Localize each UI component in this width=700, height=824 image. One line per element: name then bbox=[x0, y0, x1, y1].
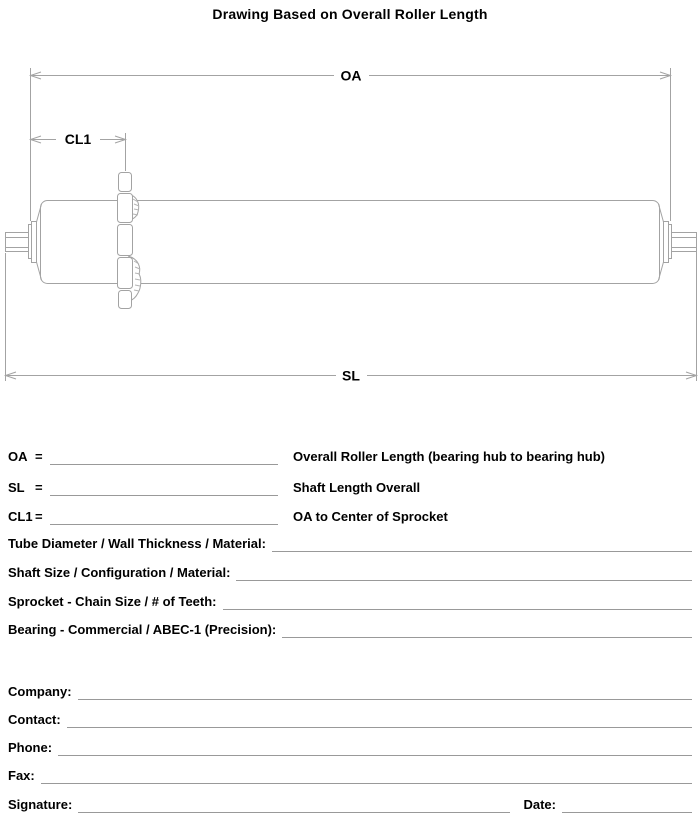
dim-row-oa: OA = Overall Roller Length (bearing hub … bbox=[8, 449, 692, 465]
fax-blank bbox=[40, 768, 692, 784]
dim-row-cl1: CL1 = OA to Center of Sprocket bbox=[8, 509, 692, 525]
sl-value-blank bbox=[50, 480, 278, 496]
page-title: Drawing Based on Overall Roller Length bbox=[212, 6, 488, 22]
signature-blank bbox=[78, 797, 511, 813]
contact-row-label: Company: bbox=[8, 684, 72, 699]
left-hex-shaft bbox=[5, 232, 29, 252]
phone-blank bbox=[58, 740, 692, 756]
dim-row-sl: SL = Shaft Length Overall bbox=[8, 480, 692, 496]
contact-row-label: Phone: bbox=[8, 740, 53, 755]
sl-dim-label: SL bbox=[342, 368, 360, 384]
sprocket-spec-blank bbox=[222, 594, 692, 610]
spec-row-label: Bearing - Commercial / ABEC-1 (Precision… bbox=[8, 622, 277, 637]
cl1-dim-label: CL1 bbox=[65, 131, 92, 147]
arrow-left-icon bbox=[3, 371, 17, 380]
spec-row-label: Tube Diameter / Wall Thickness / Materia… bbox=[8, 536, 266, 551]
oa-value-blank bbox=[50, 449, 278, 465]
equals-sign: = bbox=[35, 509, 43, 524]
dim-row-description: OA to Center of Sprocket bbox=[293, 509, 448, 524]
spec-row-tube: Tube Diameter / Wall Thickness / Materia… bbox=[8, 536, 692, 552]
contact-row-label: Contact: bbox=[8, 712, 61, 727]
oa-dim-label: OA bbox=[341, 68, 362, 84]
spec-row-shaft: Shaft Size / Configuration / Material: bbox=[8, 565, 692, 581]
contact-row-label: Fax: bbox=[8, 768, 35, 783]
equals-sign: = bbox=[35, 449, 43, 464]
contact-blank bbox=[66, 712, 692, 728]
contact-row-company: Company: bbox=[8, 684, 692, 700]
dim-row-description: Shaft Length Overall bbox=[293, 480, 421, 495]
equals-sign: = bbox=[35, 480, 43, 495]
dim-row-label: SL bbox=[8, 480, 25, 495]
sprocket bbox=[117, 172, 142, 309]
arrow-left-icon bbox=[28, 71, 42, 80]
dim-row-description: Overall Roller Length (bearing hub to be… bbox=[293, 449, 606, 464]
oa-dimension: OA bbox=[28, 68, 673, 221]
roller-drawing: OA CL1 SL bbox=[3, 68, 699, 384]
right-bearing-hub bbox=[658, 203, 672, 281]
roller-tube bbox=[40, 200, 660, 284]
spec-row-label: Shaft Size / Configuration / Material: bbox=[8, 565, 231, 580]
date-blank bbox=[562, 797, 692, 813]
signature-label: Signature: bbox=[8, 797, 73, 812]
spec-row-sprocket: Sprocket - Chain Size / # of Teeth: bbox=[8, 594, 692, 610]
contact-row-contact: Contact: bbox=[8, 712, 692, 728]
cl1-dimension: CL1 bbox=[28, 131, 128, 171]
contact-row-phone: Phone: bbox=[8, 740, 692, 756]
left-bearing-hub bbox=[28, 203, 42, 281]
contact-row-fax: Fax: bbox=[8, 768, 692, 784]
date-label: Date: bbox=[523, 797, 556, 812]
spec-row-bearing: Bearing - Commercial / ABEC-1 (Precision… bbox=[8, 622, 692, 638]
signature-row: Signature: Date: bbox=[8, 797, 692, 813]
sl-dimension: SL bbox=[3, 252, 699, 384]
dim-row-label: OA bbox=[8, 449, 28, 464]
arrow-left-icon bbox=[28, 135, 42, 144]
arrow-right-icon bbox=[659, 71, 673, 80]
arrow-right-icon bbox=[685, 371, 699, 380]
spec-row-label: Sprocket - Chain Size / # of Teeth: bbox=[8, 594, 217, 609]
dim-row-label: CL1 bbox=[8, 509, 33, 524]
right-hex-shaft bbox=[671, 232, 697, 252]
bearing-spec-blank bbox=[282, 622, 692, 638]
roller-body bbox=[5, 172, 697, 309]
company-blank bbox=[77, 684, 692, 700]
tube-spec-blank bbox=[271, 536, 692, 552]
cl1-value-blank bbox=[50, 509, 278, 525]
shaft-spec-blank bbox=[236, 565, 692, 581]
